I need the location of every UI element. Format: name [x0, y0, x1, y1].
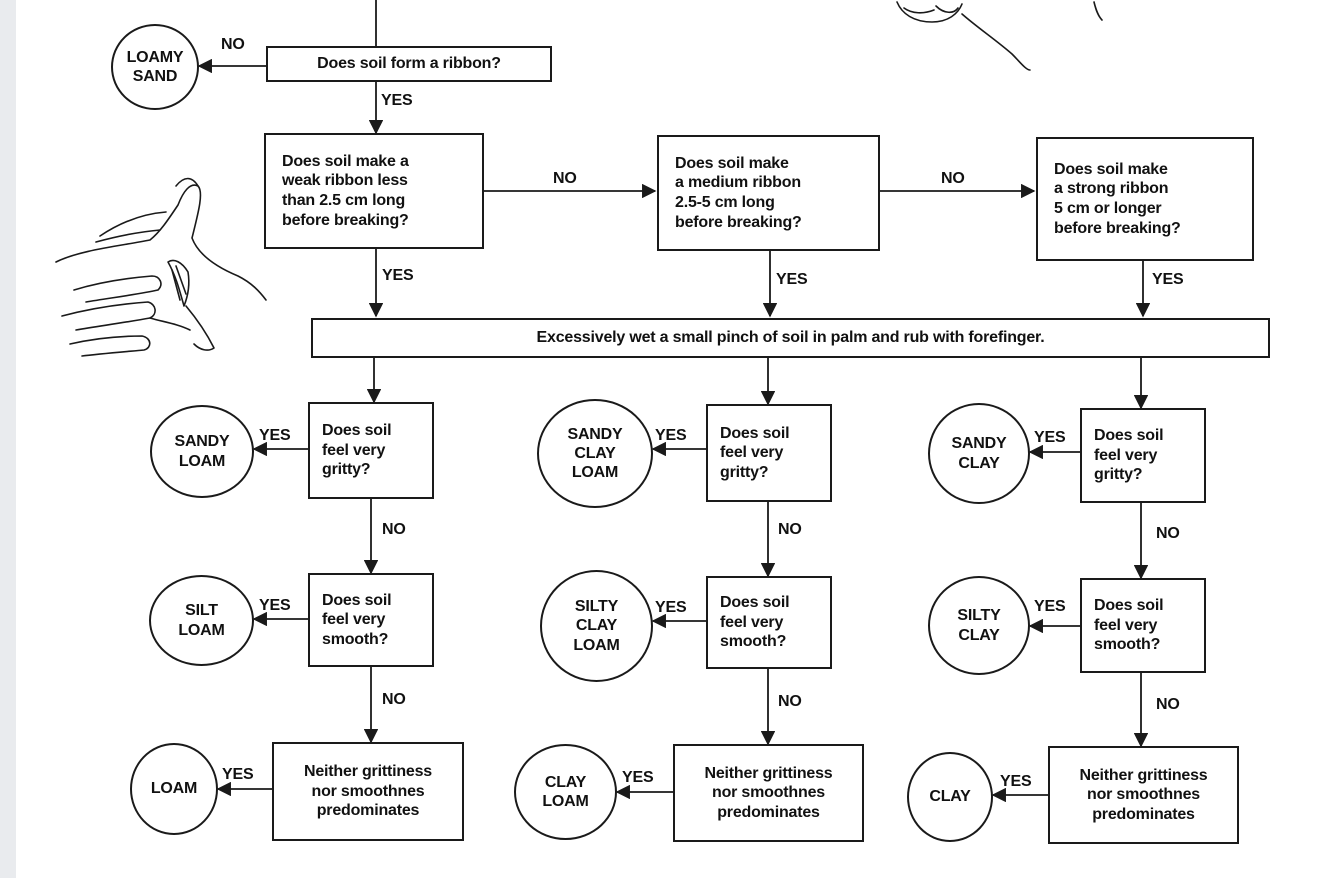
- wet-soil-instruction-bar: Excessively wet a small pinch of soil in…: [311, 318, 1270, 358]
- label-yes-c1-neither: YES: [222, 766, 254, 783]
- result-silt-loam: SILT LOAM: [149, 575, 254, 666]
- label-no-c1-smooth: NO: [382, 691, 406, 708]
- result-loam: LOAM: [130, 743, 218, 835]
- label-yes-medium: YES: [776, 271, 808, 288]
- medium-ribbon-question-box: Does soil make a medium ribbon 2.5-5 cm …: [657, 135, 880, 251]
- result-silty-clay: SILTY CLAY: [928, 576, 1030, 675]
- label-yes-strong: YES: [1152, 271, 1184, 288]
- ribbon-question-box: Does soil form a ribbon?: [266, 46, 552, 82]
- label-yes-c1-gritty: YES: [259, 427, 291, 444]
- label-no-c3-smooth: NO: [1156, 696, 1180, 713]
- neither-box-col3: Neither grittiness nor smoothnes predomi…: [1048, 746, 1239, 844]
- smooth-question-box-col2: Does soil feel very smooth?: [706, 576, 832, 669]
- label-yes-ribbon: YES: [381, 92, 413, 109]
- label-no-c1-gritty: NO: [382, 521, 406, 538]
- result-sandy-clay-loam: SANDY CLAY LOAM: [537, 399, 653, 508]
- smooth-question-box-col1: Does soil feel very smooth?: [308, 573, 434, 667]
- label-no-c2-smooth: NO: [778, 693, 802, 710]
- result-loamy-sand: LOAMY SAND: [111, 24, 199, 110]
- gritty-question-box-col1: Does soil feel very gritty?: [308, 402, 434, 499]
- weak-ribbon-question-box: Does soil make a weak ribbon less than 2…: [264, 133, 484, 249]
- gritty-question-box-col2: Does soil feel very gritty?: [706, 404, 832, 502]
- label-no-c2-gritty: NO: [778, 521, 802, 538]
- label-yes-c1-smooth: YES: [259, 597, 291, 614]
- label-yes-c3-smooth: YES: [1034, 598, 1066, 615]
- smooth-question-box-col3: Does soil feel very smooth?: [1080, 578, 1206, 673]
- neither-box-col1: Neither grittiness nor smoothnes predomi…: [272, 742, 464, 841]
- label-yes-c3-neither: YES: [1000, 773, 1032, 790]
- label-no-weak: NO: [553, 170, 577, 187]
- label-no-medium: NO: [941, 170, 965, 187]
- left-margin-strip: [0, 0, 16, 878]
- neither-box-col2: Neither grittiness nor smoothnes predomi…: [673, 744, 864, 842]
- result-clay-loam: CLAY LOAM: [514, 744, 617, 840]
- result-sandy-clay: SANDY CLAY: [928, 403, 1030, 504]
- label-no-c3-gritty: NO: [1156, 525, 1180, 542]
- hand-pinching-soil-icon: [55, 177, 267, 357]
- strong-ribbon-question-box: Does soil make a strong ribbon 5 cm or l…: [1036, 137, 1254, 261]
- hand-ribbon-icon: [896, 1, 1103, 71]
- label-yes-weak: YES: [382, 267, 414, 284]
- label-yes-c2-gritty: YES: [655, 427, 687, 444]
- result-clay: CLAY: [907, 752, 993, 842]
- label-yes-c2-smooth: YES: [655, 599, 687, 616]
- label-yes-c2-neither: YES: [622, 769, 654, 786]
- result-sandy-loam: SANDY LOAM: [150, 405, 254, 498]
- label-no-ribbon: NO: [221, 36, 245, 53]
- label-yes-c3-gritty: YES: [1034, 429, 1066, 446]
- result-silty-clay-loam: SILTY CLAY LOAM: [540, 570, 653, 682]
- gritty-question-box-col3: Does soil feel very gritty?: [1080, 408, 1206, 503]
